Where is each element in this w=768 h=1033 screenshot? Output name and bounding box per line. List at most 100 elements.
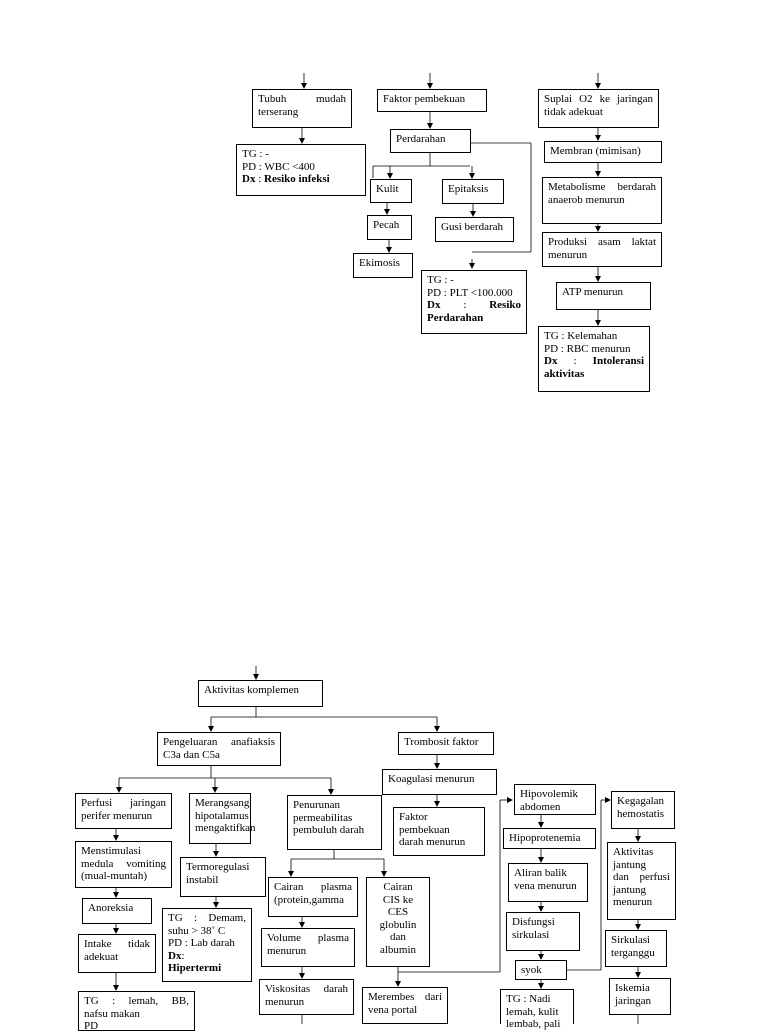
box-text: C3a dan C5a [163, 748, 220, 761]
box-text: perifer menurun [81, 809, 153, 822]
box-text: Koagulasi menurun [388, 773, 475, 785]
box-text: TG : Kelemahan [544, 330, 618, 342]
box-text: PD : RBC menurun [544, 342, 631, 355]
diagnosis-line: Dx : Resiko infeksi [242, 173, 360, 186]
dx-label: Dx [427, 299, 441, 311]
box-text: TG : - [427, 274, 454, 286]
box-text: CES [387, 906, 409, 918]
dx-label: Dx [242, 173, 256, 185]
diagnosis-line: Dx: [168, 950, 246, 963]
box-text: Suplai O2 ke jaringan [544, 93, 653, 105]
box-text: lembab, pali [506, 1018, 561, 1030]
box-text: PD : PLT <100.000 [427, 286, 513, 299]
box-text: Trombosit faktor [404, 736, 479, 748]
box-text: Faktor [399, 811, 428, 823]
box-aliran-balik-vena: Aliran balik vena menurun [508, 863, 588, 902]
box-aktivitas-komplemen: Aktivitas komplemen [198, 680, 323, 707]
box-text: abdomen [520, 800, 561, 813]
dx-sep: : [181, 949, 185, 962]
diagnosis-line: Dx : Resiko [427, 299, 521, 312]
dx-sep: : [255, 173, 265, 185]
box-kulit: Kulit [370, 179, 412, 203]
box-text: Produksi asam laktat [548, 236, 656, 248]
box-text: TG : Nadi [506, 993, 551, 1005]
box-cairan-plasma: Cairan plasma (protein,gamma [268, 877, 358, 917]
dx-label: Dx [168, 949, 182, 962]
box-text: dan perfusi [613, 871, 670, 883]
box-viskositas-darah: Viskositas darah menurun [259, 979, 354, 1015]
box-text: nafsu makan [84, 1007, 140, 1020]
box-merangsang-hipotalamus: Merangsang hipotalamus mengaktifkan [189, 793, 256, 844]
box-text: PD : Lab darah [168, 937, 235, 949]
box-iskemia-jaringan: Iskemia jaringan [609, 978, 671, 1015]
box-text: (mual-muntah) [81, 870, 147, 882]
box-text: hipotalamus [195, 809, 249, 822]
box-text: Ekimosis [359, 257, 400, 269]
box-menstimulasi: Menstimulasi medula vomiting (mual-munta… [75, 841, 172, 888]
box-text: sirkulasi [512, 928, 550, 941]
dx-value: Intoleransi [592, 355, 645, 367]
box-tg-resiko-perdarahan: TG : - PD : PLT <100.000 Dx : Resiko Per… [421, 270, 527, 334]
box-tg-lemah: TG : lemah, BB, nafsu makan PD [78, 991, 195, 1032]
box-text: PD : WBC <400 [242, 160, 315, 173]
box-text: suhu > 38˚ C [168, 924, 226, 937]
box-text: syok [521, 964, 542, 976]
box-intake-tidak-adekuat: Intake tidak adekuat [78, 934, 156, 973]
box-text: mengaktifkan [195, 822, 256, 834]
box-faktor-pembekuan-darah: Faktor pembekuan darah menurun [393, 807, 485, 856]
box-text: Kulit [376, 183, 399, 195]
box-text: Gusi berdarah [441, 221, 504, 233]
box-trombosit-faktor: Trombosit faktor [398, 732, 494, 755]
box-text: hemostatis [617, 807, 665, 820]
box-text: terganggu [611, 946, 655, 959]
box-text: Cairan plasma [274, 881, 352, 893]
box-pecah: Pecah [367, 215, 412, 240]
box-text: TG : lemah, BB, [84, 995, 189, 1007]
box-text: Kegagalan [617, 795, 665, 807]
box-text: Iskemia [615, 982, 650, 994]
box-text: Tubuh mudah [258, 93, 346, 105]
box-text: Merangsang [195, 797, 250, 809]
box-tg-resiko-infeksi: TG : - PD : WBC <400 Dx : Resiko infeksi [236, 144, 366, 196]
dx-sep: : [573, 355, 577, 367]
box-text: ATP menurun [562, 286, 624, 298]
box-text: jantung [613, 858, 646, 871]
box-tg-nadi-lemah: TG : Nadi lemah, kulit lembab, pali [500, 989, 574, 1030]
diagnosis-line: Dx : Intoleransi [544, 355, 644, 368]
dx-value: Resiko infeksi [264, 173, 330, 185]
box-text: TG : Demam, [168, 912, 246, 924]
box-text: Pecah [373, 219, 400, 231]
box-membran-mimisan: Membran (mimisan) [544, 141, 662, 163]
box-text: Intake tidak [84, 938, 150, 950]
box-metabolisme: Metabolisme berdarah anaerob menurun [542, 177, 662, 224]
box-hipovolemik-abdomen: Hipovolemik abdomen [514, 784, 596, 815]
box-disfungsi-sirkulasi: Disfungsi sirkulasi [506, 912, 580, 951]
box-text: menurun [265, 995, 305, 1008]
box-kegagalan-hemostatis: Kegagalan hemostatis [611, 791, 675, 829]
box-anoreksia: Anoreksia [82, 898, 152, 924]
box-text: Aktivitas komplemen [204, 684, 300, 696]
box-text: Penurunan [293, 799, 341, 811]
box-text: jantung [613, 883, 646, 896]
box-text: TG : - [242, 148, 269, 160]
box-text: Aktivitas [613, 846, 654, 858]
box-text: CIS ke [382, 893, 414, 906]
box-text: Aliran balik [514, 867, 567, 879]
box-volume-plasma: Volume plasma menurun [261, 928, 355, 967]
box-produksi-asam-laktat: Produksi asam laktat menurun [542, 232, 662, 267]
box-text: Perfusi jaringan [81, 797, 166, 809]
box-pengeluaran-anafiaksis: Pengeluaran anafiaksis C3a dan C5a [157, 732, 281, 766]
box-faktor-pembekuan: Faktor pembekuan [377, 89, 487, 112]
box-text: jaringan [615, 994, 652, 1007]
box-text: albumin [379, 943, 417, 956]
box-text: tidak adekuat [544, 105, 603, 118]
box-ekimosis: Ekimosis [353, 253, 413, 278]
box-cairan-cis-ces: Cairan CIS ke CES globulin dan albumin [366, 877, 430, 967]
box-text: Sirkulasi [611, 934, 651, 946]
dx-label: Dx [544, 355, 558, 367]
box-perdarahan: Perdarahan [390, 129, 471, 153]
box-text: darah menurun [399, 836, 466, 848]
box-syok: syok [515, 960, 567, 980]
box-termoregulasi: Termoregulasi instabil [180, 857, 266, 897]
